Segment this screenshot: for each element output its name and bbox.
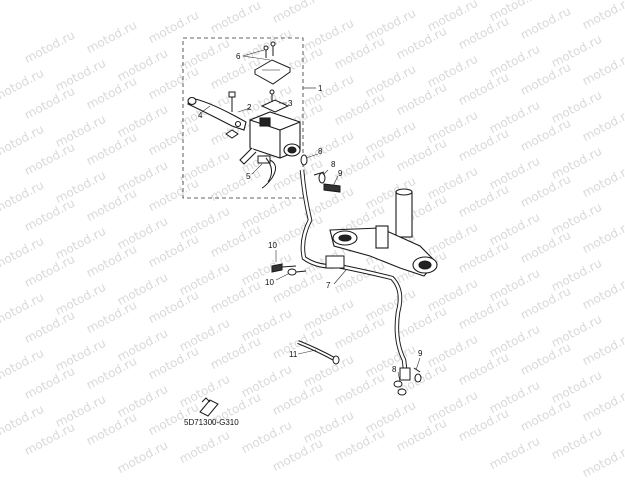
steering-crown bbox=[329, 188, 438, 277]
callout-10a: 10 bbox=[268, 241, 277, 250]
leader-10b bbox=[275, 273, 289, 281]
callout-2: 2 bbox=[247, 103, 252, 112]
leader-6b bbox=[242, 55, 271, 61]
diagram-code: 5D71300-G310 bbox=[184, 418, 239, 427]
brake-master-cylinder-diagram: 1 6 3 2 4 5 8 8 9 10 10 7 9 8 11 bbox=[182, 37, 438, 417]
brake-switch bbox=[257, 155, 276, 189]
callout-4: 4 bbox=[198, 111, 203, 120]
leader-5 bbox=[251, 163, 263, 175]
clamp-bolts bbox=[271, 263, 307, 276]
leader-2 bbox=[237, 107, 251, 113]
leader-4 bbox=[201, 105, 211, 113]
master-cylinder-body bbox=[239, 111, 301, 165]
front-arrow-icon bbox=[199, 397, 219, 417]
reservoir-cap bbox=[253, 41, 292, 85]
callout-8c: 8 bbox=[392, 365, 397, 374]
callout-9a: 9 bbox=[338, 169, 343, 178]
callout-8b: 8 bbox=[331, 160, 336, 169]
assembly-boundary bbox=[182, 37, 304, 199]
callout-8a: 8 bbox=[318, 147, 323, 156]
leader-7 bbox=[333, 269, 347, 285]
callout-7: 7 bbox=[326, 281, 331, 290]
callout-5: 5 bbox=[246, 172, 251, 181]
leader-9b bbox=[415, 357, 421, 371]
callout-11: 11 bbox=[289, 350, 298, 359]
leader-8c bbox=[397, 371, 401, 383]
leader-8b bbox=[322, 169, 329, 176]
leader-8a bbox=[305, 153, 319, 159]
union-bolt-upper bbox=[300, 154, 341, 193]
brake-hose bbox=[299, 169, 409, 379]
callout-3: 3 bbox=[288, 99, 293, 108]
brake-lever bbox=[187, 96, 247, 131]
hose-protector bbox=[297, 340, 340, 365]
callout-1: 1 bbox=[318, 84, 323, 93]
leader-11 bbox=[297, 349, 317, 355]
union-bolt-lower bbox=[393, 367, 422, 396]
leader-9a bbox=[332, 175, 339, 187]
callout-9b: 9 bbox=[418, 349, 423, 358]
leader-6a bbox=[242, 49, 265, 57]
callout-10b: 10 bbox=[265, 278, 274, 287]
callout-6: 6 bbox=[236, 52, 241, 61]
diaphragm-plate bbox=[260, 89, 290, 113]
pivot-bolt bbox=[225, 91, 239, 139]
